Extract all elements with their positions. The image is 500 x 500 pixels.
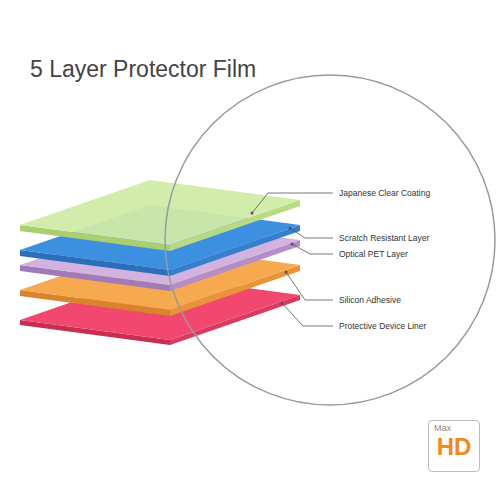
diagram-title: 5 Layer Protector Film	[30, 56, 256, 83]
badge-large-text: HD	[429, 434, 479, 464]
magnifier-circle	[165, 75, 495, 405]
leader-dots	[251, 212, 294, 305]
layer-label: Optical PET Layer	[338, 250, 409, 259]
layer-label: Protective Device Liner	[338, 322, 427, 331]
badge-small-text: Max	[429, 421, 479, 434]
layer-label: Silicon Adhesive	[338, 296, 402, 305]
leader-lines	[252, 193, 333, 326]
layer-label: Scratch Resistant Layer	[338, 234, 430, 243]
badge-box: MaxHD	[428, 420, 480, 472]
layer-label: Japanese Clear Coating	[338, 189, 431, 198]
coating-layer	[20, 180, 300, 251]
